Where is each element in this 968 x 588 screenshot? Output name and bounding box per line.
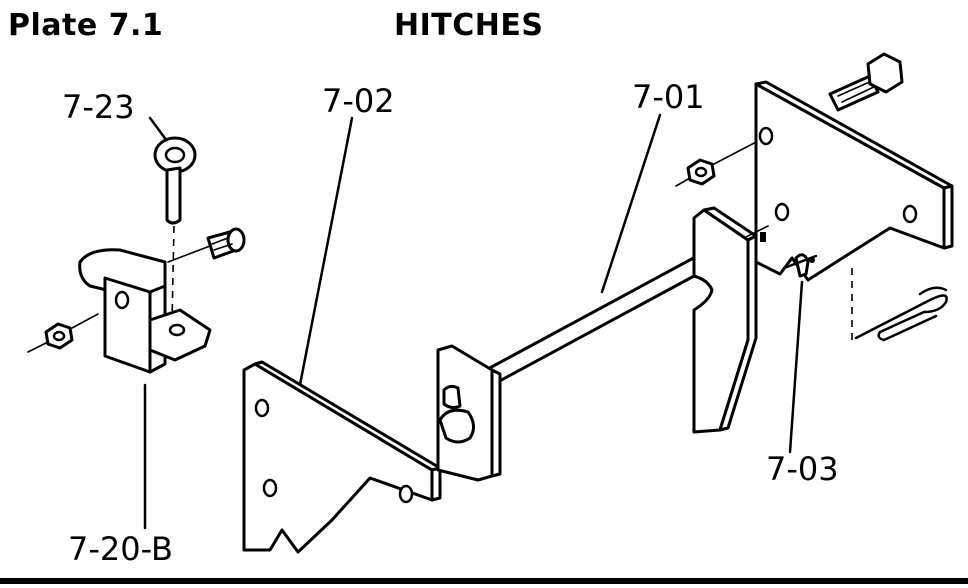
leader-lines xyxy=(143,113,804,530)
right-plate xyxy=(743,80,954,282)
right-nut xyxy=(675,139,761,187)
callout-7-02: 7-02 xyxy=(322,82,395,120)
hitch-bracket xyxy=(78,248,212,374)
callout-7-23: 7-23 xyxy=(62,88,135,126)
hitch-rod-assembly xyxy=(436,206,758,482)
plate-title: HITCHES xyxy=(394,8,544,43)
callout-7-01: 7-01 xyxy=(632,78,705,116)
plate-number: Plate 7.1 xyxy=(8,8,164,43)
hairpin-clip xyxy=(851,268,948,342)
leader-7-02 xyxy=(296,116,354,397)
top-bolt xyxy=(828,52,904,112)
hitch-pin xyxy=(782,253,818,278)
callout-7-03: 7-03 xyxy=(766,450,839,488)
left-nut xyxy=(27,313,99,353)
bottom-border xyxy=(0,578,968,584)
left-plate xyxy=(242,360,442,554)
eye-bolt xyxy=(153,136,197,323)
leader-7-01 xyxy=(600,113,662,294)
leader-7-03 xyxy=(788,280,804,454)
bracket-bolt xyxy=(167,227,246,263)
callout-7-20-b: 7-20-B xyxy=(68,530,173,568)
